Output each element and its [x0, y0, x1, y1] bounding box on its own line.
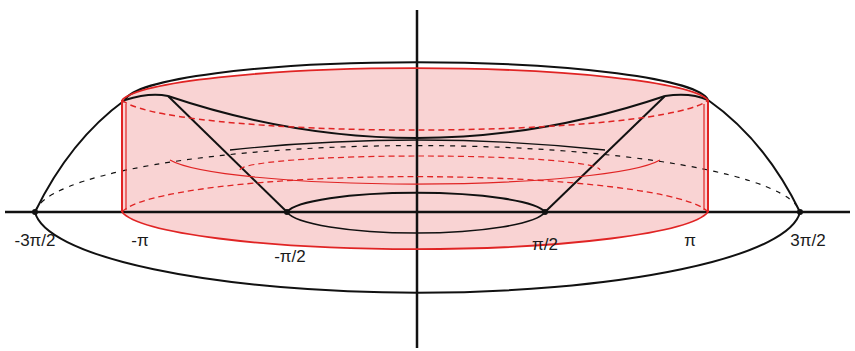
- axis-tick-label: π: [684, 232, 696, 249]
- axis-tick-label: -π: [131, 232, 148, 249]
- axis-tick-label: 3π/2: [790, 232, 825, 249]
- axis-tick-label: π/2: [532, 236, 558, 253]
- axis-tick-label: -π/2: [274, 248, 306, 265]
- axis-tick-label: -3π/2: [14, 232, 55, 249]
